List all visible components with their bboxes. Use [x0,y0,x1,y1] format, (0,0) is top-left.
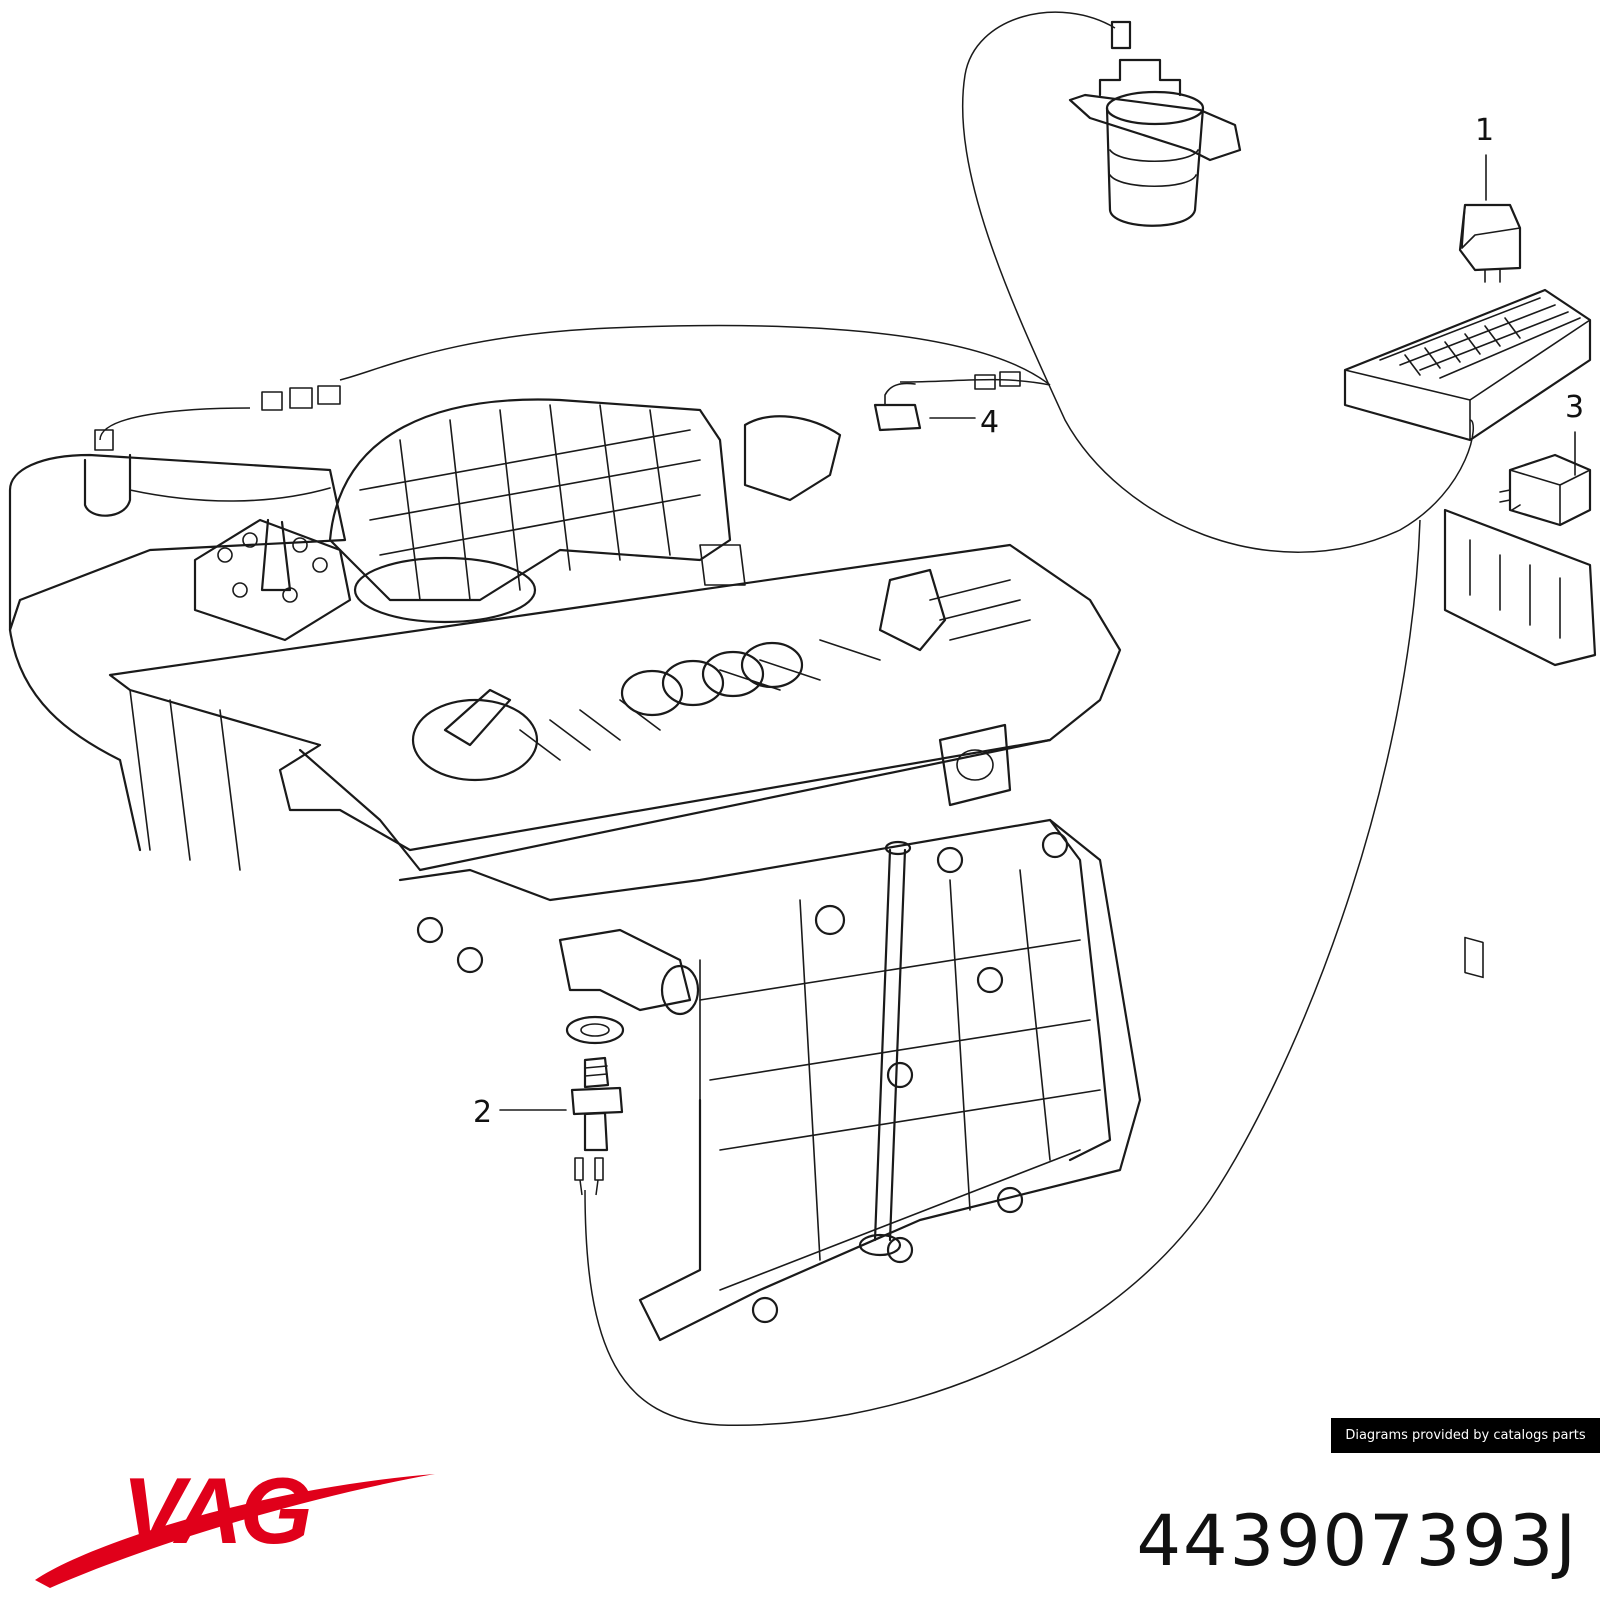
relay-socket [1443,508,1597,979]
part-number: 443907393J [1136,1500,1578,1582]
fuse-box [1343,288,1592,442]
temp-sender-part-2 [565,1015,625,1196]
engine-assembly [8,398,1142,1342]
callout-3: 3 [1565,390,1584,425]
audi-rings [620,641,804,717]
diagram-credit-banner: Diagrams provided by catalogs parts [1331,1418,1600,1453]
callout-4: 4 [980,405,999,440]
vag-logo: VAG [35,1458,435,1588]
svg-text:VAG: VAG [122,1458,311,1563]
relay-part-1 [1458,203,1522,283]
callout-1: 1 [1475,113,1494,148]
harness-connectors [94,371,1021,451]
ignition-coil [1068,20,1242,227]
relay-part-3 [1499,453,1592,527]
callout-2: 2 [473,1095,492,1130]
wiring-harness [99,11,1474,1426]
connector-part-4 [873,382,922,432]
